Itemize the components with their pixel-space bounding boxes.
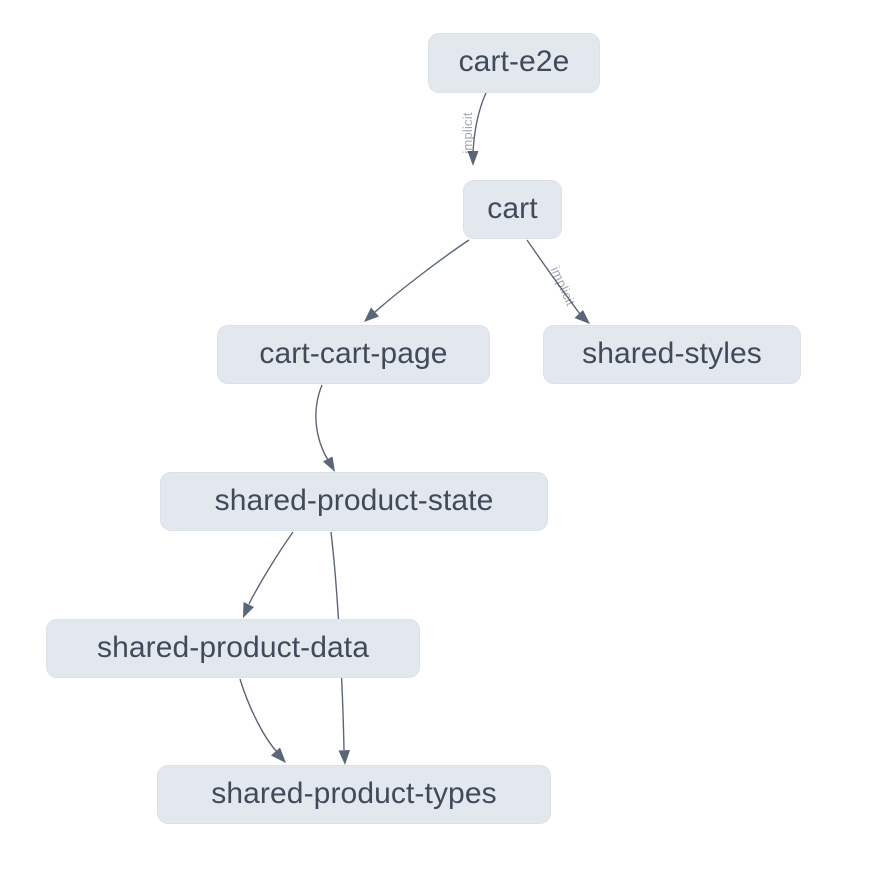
- node-label: shared-product-data: [96, 630, 370, 664]
- node-label: shared-styles: [582, 336, 762, 370]
- edge-shared-product-data-to-shared-product-types: [239, 678, 286, 763]
- edge-shared-product-state-to-shared-product-data: [243, 531, 294, 618]
- node-label: cart-cart-page: [259, 336, 448, 370]
- node-cart-cart-page[interactable]: cart-cart-page: [217, 325, 490, 384]
- node-cart[interactable]: cart: [463, 180, 562, 239]
- edge-cart-e2e-to-cart: implicit: [460, 92, 487, 166]
- node-label: shared-product-state: [214, 483, 494, 517]
- node-shared-product-types[interactable]: shared-product-types: [157, 765, 551, 824]
- node-cart-e2e[interactable]: cart-e2e: [428, 33, 600, 93]
- node-label: shared-product-types: [211, 776, 497, 810]
- node-shared-product-state[interactable]: shared-product-state: [160, 472, 548, 531]
- edge-cart-to-cart-cart-page: [364, 239, 470, 322]
- edge-cart-cart-page-to-shared-product-state: [315, 384, 335, 472]
- node-shared-product-data[interactable]: shared-product-data: [46, 619, 420, 678]
- node-label: cart: [487, 191, 538, 225]
- edge-cart-to-shared-styles: implicit: [526, 239, 590, 324]
- node-shared-styles[interactable]: shared-styles: [543, 325, 801, 384]
- node-label: cart-e2e: [458, 45, 570, 78]
- edge-label-implicit-2: implicit: [548, 264, 579, 308]
- edge-label-implicit-1: implicit: [460, 112, 475, 154]
